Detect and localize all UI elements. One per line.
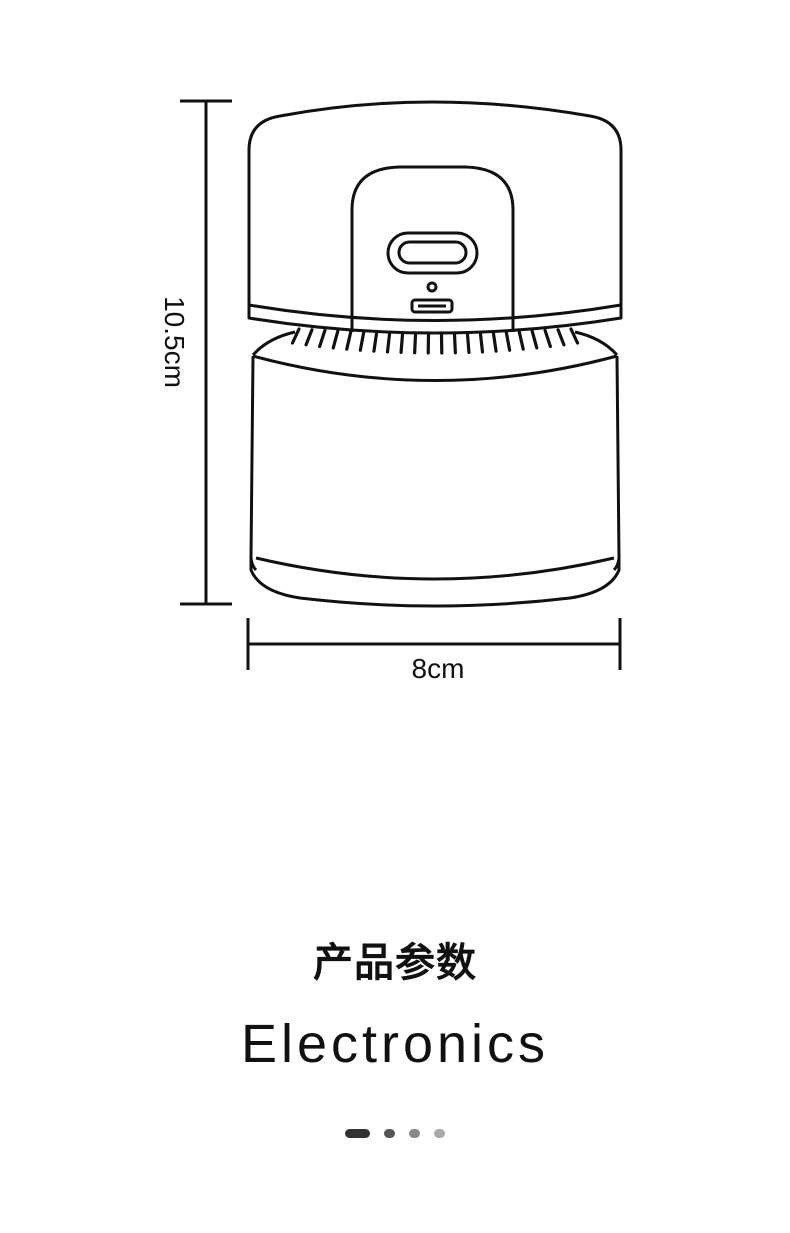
vent-slot [413,331,418,355]
vent-slot [290,327,301,345]
vent-slot [385,330,392,354]
top-cap-rim [247,305,623,335]
pager-dot-2[interactable] [384,1129,395,1138]
vent-slot [478,330,485,354]
body-shoulder [251,330,296,357]
vent-slot [304,328,314,347]
product-dimension-diagram: 10.5cm 8cm [159,99,623,684]
body-main [249,355,621,572]
height-label: 10.5cm [159,296,190,388]
vent-slot [345,329,353,351]
pill-button-inner [397,240,468,265]
vent-slot [530,329,539,350]
front-panel [350,165,515,332]
vent-slot [318,328,327,349]
top-cap [247,100,623,322]
section-subtitle: Electronics [240,1014,550,1074]
vent-slot [372,330,379,353]
pager-dot-1[interactable] [345,1129,370,1138]
vent-slot [569,327,580,345]
led-indicator [426,281,438,293]
vent-slot [399,331,405,355]
vent-slot [465,331,471,355]
width-label: 8cm [412,653,465,684]
vent-slot [556,328,566,347]
body-top-ellipse [252,354,618,382]
body-shoulder-right [574,330,619,357]
product-line-drawing: 10.5cm 8cm [159,99,623,684]
vent-slot [358,330,366,352]
pager-dot-4[interactable] [434,1129,445,1138]
vent-slot [543,328,552,349]
product-outline [247,100,623,608]
pill-button [386,231,479,275]
pager-dot-3[interactable] [409,1129,420,1138]
vent-slot [452,331,457,355]
carousel-pager[interactable] [0,1129,790,1138]
vent-slot [517,329,525,351]
body-base [249,558,621,608]
body-bottom-line [255,556,615,581]
usb-port [410,298,454,314]
vent-slot [504,330,512,352]
height-dimension [180,99,232,606]
vent-slot [491,330,498,353]
section-title: 产品参数 [313,940,477,986]
vent-slot [331,329,340,350]
vent-slots [290,327,580,355]
width-dimension [246,618,622,670]
